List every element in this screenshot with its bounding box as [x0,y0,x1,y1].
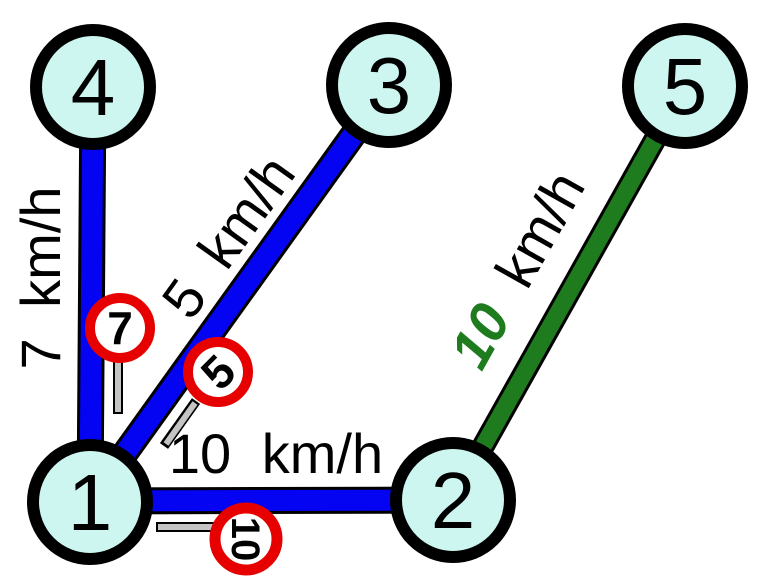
edge-3-1 [79,77,400,510]
edge-4-1 [76,86,107,503]
edge-label-1-2-unit: km/h [262,422,383,485]
node-5: 5 [622,23,748,149]
node-1: 1 [27,439,153,565]
node-2: 2 [390,437,516,563]
edge-label-4-1: 7 km/h [9,186,72,369]
edge-5-2 [442,80,696,506]
node-1-circle [27,439,153,565]
edge-label-4-1-unit: km/h [9,186,72,307]
node-4: 4 [30,24,156,150]
edge-4-1-line [79,86,104,503]
speed-limit-sign-5: 5 [159,337,253,449]
edge-label-4-1-speed: 7 [9,338,72,369]
speed-limit-sign-7: 7 [85,293,155,414]
node-4-label: 4 [71,43,116,132]
speed-limit-ring-icon [85,293,155,363]
edge-5-2-line [445,81,693,505]
edge-label-1-2: 10 km/h [169,422,383,485]
sign-post [163,401,198,446]
node-3: 3 [326,22,452,148]
node-3-circle [326,22,452,148]
speed-limit-ring-icon [209,502,283,576]
edge-label-5-2-speed: 10 [437,293,522,378]
speed-limit-value: 7 [107,302,133,354]
node-2-circle [390,437,516,563]
node-1-label: 1 [68,458,113,547]
node-2-label: 2 [431,456,476,545]
node-5-label: 5 [663,42,708,131]
node-4-circle [30,24,156,150]
node-5-circle [622,23,748,149]
speed-limit-value: 10 [223,517,267,562]
edge-3-1-line [81,78,398,509]
speed-limit-sign-10: 10 [156,502,283,576]
speed-limit-ring-icon [183,337,253,407]
node-3-label: 3 [367,41,412,130]
